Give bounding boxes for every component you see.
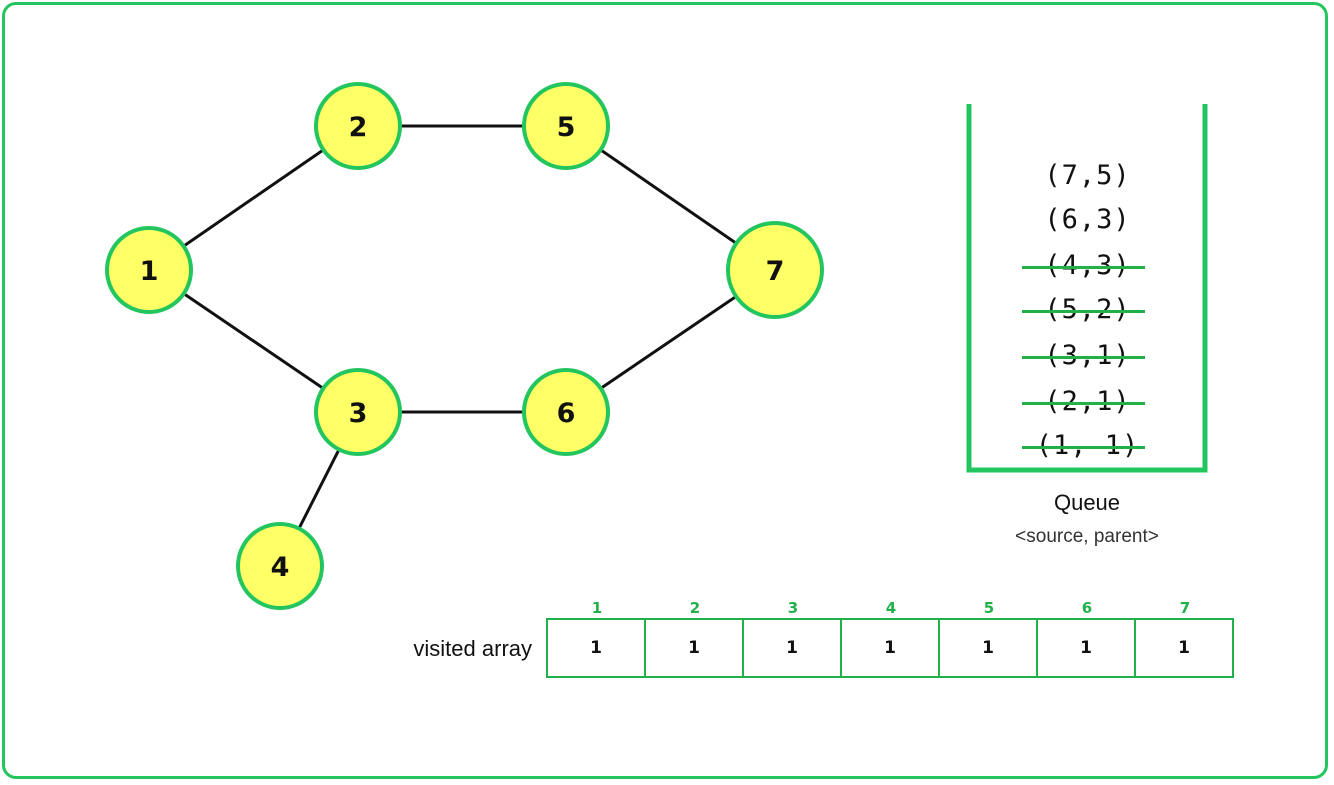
queue-container	[966, 104, 1208, 473]
queue-caption: Queue	[1053, 490, 1121, 515]
queue-subcaption: <source, parent>	[1015, 526, 1159, 547]
visited-index-6: 6	[1081, 599, 1093, 617]
visited-cell-7: 1	[1134, 618, 1234, 678]
visited-cell-6: 1	[1036, 618, 1136, 678]
node-label: 7	[766, 256, 785, 287]
graph-node-2: 2	[314, 82, 402, 170]
node-label: 1	[140, 256, 159, 287]
visited-index-1: 1	[591, 599, 603, 617]
visited-index-4: 4	[885, 599, 897, 617]
queue-entry-processed: (1, 1)	[1000, 428, 1175, 464]
queue-entry: (7,5)	[1044, 160, 1131, 191]
visited-cell-5: 1	[938, 618, 1038, 678]
visited-index-3: 3	[787, 599, 799, 617]
visited-cell-2: 1	[644, 618, 744, 678]
node-circle	[105, 226, 193, 314]
visited-cell-4: 1	[840, 618, 940, 678]
graph-node-5: 5	[522, 82, 610, 170]
node-label: 2	[349, 112, 368, 143]
visited-array-label: visited array	[413, 636, 532, 661]
queue-entry-processed: (3,1)	[1000, 338, 1175, 374]
node-label: 3	[349, 398, 368, 429]
queue-entry-processed: (2,1)	[1000, 384, 1175, 420]
visited-index-2: 2	[689, 599, 701, 617]
node-label: 5	[557, 112, 576, 143]
node-label: 4	[271, 552, 290, 583]
visited-cell-3: 1	[742, 618, 842, 678]
graph-node-3: 3	[314, 368, 402, 456]
visited-index-5: 5	[983, 599, 995, 617]
graph-node-1: 1	[105, 226, 193, 314]
node-circle	[314, 368, 402, 456]
queue-entry-processed: (5,2)	[1000, 292, 1175, 328]
graph-node-4: 4	[236, 522, 324, 610]
visited-index-7: 7	[1179, 599, 1191, 617]
node-circle	[522, 368, 610, 456]
queue-entry: (6,3)	[1044, 204, 1131, 235]
node-circle	[726, 221, 824, 319]
node-circle	[236, 522, 324, 610]
graph-node-6: 6	[522, 368, 610, 456]
visited-cell-1: 1	[546, 618, 646, 678]
queue-entry-processed: (4,3)	[1000, 248, 1175, 284]
node-circle	[522, 82, 610, 170]
node-circle	[314, 82, 402, 170]
node-label: 6	[557, 398, 576, 429]
graph-node-7: 7	[726, 221, 824, 319]
